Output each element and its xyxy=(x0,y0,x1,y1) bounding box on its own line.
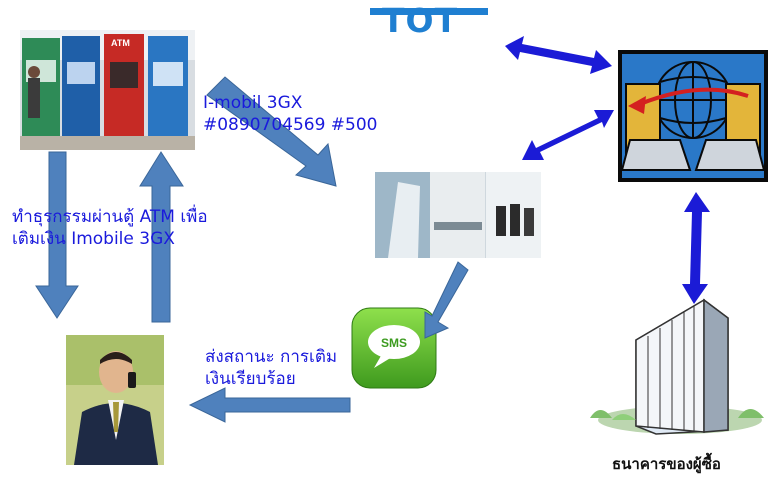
atm-topup-line-2: เติมเงิน Imobile 3GX xyxy=(12,229,175,249)
arrow-office-to-sms xyxy=(424,261,469,339)
tot-logo-mark xyxy=(370,8,488,15)
sms-status-line-2: เงินเรียบร้อย xyxy=(205,369,296,389)
sms-status-label: ส่งสถานะ การเติม เงินเรียบร้อย xyxy=(205,346,337,390)
atm-topup-line-1: ทำธุรกรรมผ่านตู้ ATM เพื่อ xyxy=(12,207,208,227)
atm-machines-photo xyxy=(20,30,195,150)
businessman-photo xyxy=(66,335,164,465)
topup-sms-line-2: #0890704569 #500 xyxy=(203,115,378,135)
double-arrow-office-server xyxy=(522,110,614,160)
sms-icon xyxy=(351,307,437,389)
atm-topup-label: ทำธุรกรรมผ่านตู้ ATM เพื่อ เติมเงิน Imob… xyxy=(12,206,208,250)
sms-icon-text: SMS xyxy=(381,336,407,350)
bank-caption: ธนาคารของผู้ซื้อ xyxy=(612,455,721,473)
sms-status-line-1: ส่งสถานะ การเติม xyxy=(205,347,338,367)
double-arrow-server-bank xyxy=(682,192,710,304)
arrow-sms-to-user xyxy=(188,387,351,423)
data-center-photo xyxy=(375,172,541,258)
arrow-user-up-to-atm xyxy=(139,151,184,323)
topup-sms-label: I-mobil 3GX #0890704569 #500 xyxy=(203,92,378,136)
tot-logo-text: TOT xyxy=(382,1,459,40)
arrow-atm-down-to-user xyxy=(35,151,79,319)
arrow-atm-to-office xyxy=(206,76,337,187)
double-arrow-tot-server xyxy=(505,36,612,74)
server-network-icon xyxy=(618,50,768,182)
atm-sign-text: ATM xyxy=(111,38,130,48)
topup-sms-line-1: I-mobil 3GX xyxy=(203,93,303,113)
bank-building-icon xyxy=(590,298,764,435)
